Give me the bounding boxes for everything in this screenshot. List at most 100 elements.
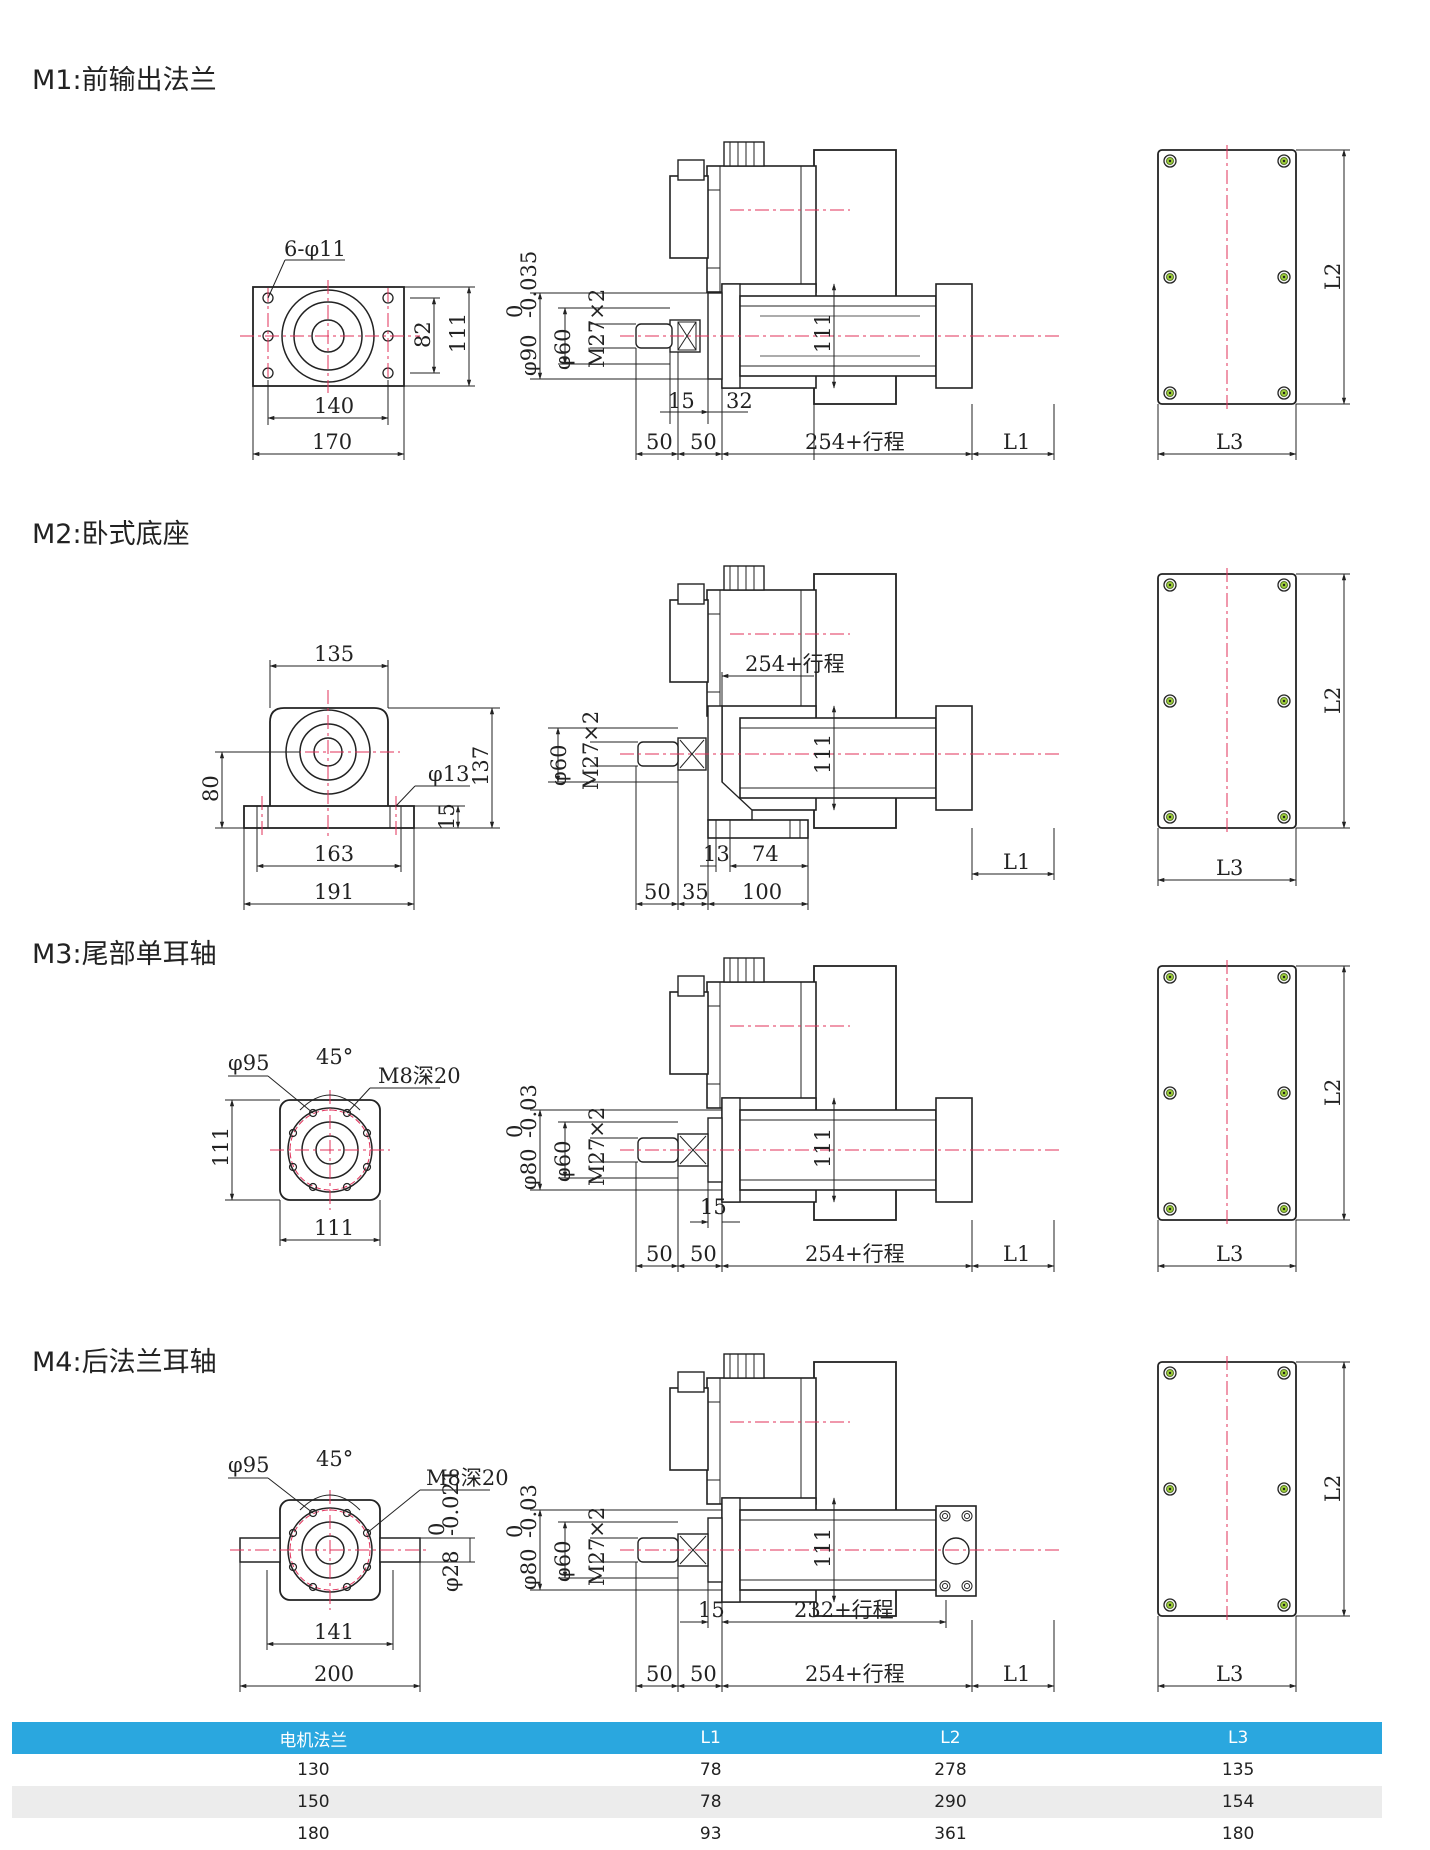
- m4-tol80-upper: 0: [503, 1525, 527, 1538]
- m3-stroke: 254+行程: [805, 1242, 905, 1266]
- m1-dim-140: 140: [314, 394, 354, 418]
- m3-tol80-lower: -0.03: [517, 1084, 541, 1138]
- m1-dim-15: 15: [668, 389, 695, 413]
- m1-tol90-lower: -0.035: [517, 251, 541, 318]
- m4-dim-141: 141: [314, 1620, 354, 1644]
- m4-dim-15: 15: [698, 1598, 725, 1622]
- table-cell: 154: [1094, 1786, 1382, 1818]
- m4-dim-50a: 50: [646, 1662, 673, 1686]
- m1-dim-82: 82: [411, 321, 435, 348]
- m4-stroke232: 232+行程: [794, 1598, 894, 1622]
- m1-dim-111: 111: [446, 313, 470, 353]
- m2-phi13: φ13: [428, 762, 469, 786]
- m4-tol80-lower: -0.03: [517, 1484, 541, 1538]
- header-motor-flange: 电机法兰: [12, 1722, 615, 1754]
- m1-stroke: 254+行程: [805, 430, 905, 454]
- m4-side-view: 111 φ80 0 -0.03 φ60 M27×2 15 232+行程 50 5…: [503, 1353, 1060, 1692]
- section-title-m3: M3:尾部单耳轴: [32, 939, 217, 970]
- m2-dim-191: 191: [314, 880, 354, 904]
- m1-dim-32: 32: [726, 389, 753, 413]
- m2-dim-163: 163: [314, 842, 354, 866]
- m2-side-view: 111 254+行程 φ60 M27×2 13 74 50 35 100 L1: [547, 565, 1060, 910]
- table-cell: 278: [934, 1760, 967, 1780]
- section-title-m4: M4:后法兰耳轴: [32, 1347, 217, 1378]
- m4-stroke254: 254+行程: [805, 1662, 905, 1686]
- m2-dim-100: 100: [742, 880, 782, 904]
- table-row: 180 93 361 180: [12, 1818, 1382, 1850]
- m3-top-view: L2 L3: [1157, 960, 1350, 1272]
- m2-dim-15: 15: [435, 803, 459, 830]
- m2-top-view: L2 L3: [1157, 568, 1350, 886]
- m1-L1: L1: [1003, 430, 1030, 454]
- table-cell: 78: [699, 1760, 722, 1780]
- table-cell: 78: [614, 1786, 807, 1818]
- m4-angle: 45°: [316, 1447, 353, 1471]
- m3-m8: M8深20: [378, 1064, 461, 1088]
- header-L2: L2: [806, 1722, 1095, 1754]
- m4-m8: M8深20: [426, 1466, 509, 1490]
- table-cell: 130: [297, 1760, 330, 1780]
- m3-dim-50b: 50: [690, 1242, 717, 1266]
- m1-thread: M27×2: [585, 289, 609, 368]
- m4-front-view: φ95 45° M8深20 φ28 0 -0.021 141 200: [228, 1447, 509, 1692]
- m1-dim-50a: 50: [646, 430, 673, 454]
- m2-L1: L1: [1003, 850, 1030, 874]
- m4-L3: L3: [1216, 1662, 1243, 1686]
- m3-dim-50a: 50: [646, 1242, 673, 1266]
- m4-L1: L1: [1003, 1662, 1030, 1686]
- m3-thread: M27×2: [585, 1107, 609, 1186]
- header-L3: L3: [1094, 1722, 1382, 1754]
- m1-L3: L3: [1216, 430, 1243, 454]
- m2-dim-135: 135: [314, 642, 354, 666]
- m4-h111: 111: [811, 1528, 835, 1568]
- m2-dim-35: 35: [682, 880, 709, 904]
- m4-tol28-lower: -0.021: [439, 1469, 463, 1536]
- m2-front-view: 135 137 80 φ13 15 163 191: [199, 642, 500, 910]
- table-cell: 93: [699, 1824, 722, 1844]
- m4-phi60: φ60: [551, 1541, 575, 1582]
- m1-side-view: 111 φ90 0 -0.035 φ60 M27×2 15 32 50 50 2…: [503, 141, 1060, 460]
- table-cell: 135: [1221, 1760, 1255, 1780]
- m1-L2: L2: [1321, 263, 1345, 290]
- m2-phi60: φ60: [547, 745, 571, 786]
- technical-drawing: 6-φ11 82 111 140 170 111: [199, 141, 1350, 1692]
- section-title-m2: M2:卧式底座: [32, 519, 190, 550]
- table-cell: 150: [12, 1786, 615, 1818]
- m3-dim-15: 15: [700, 1195, 727, 1219]
- m1-front-view: 6-φ11 82 111 140 170: [240, 237, 475, 460]
- m1-dim-50b: 50: [690, 430, 717, 454]
- header-L1: L1: [614, 1722, 807, 1754]
- m1-top-view: L2 L3: [1157, 145, 1350, 460]
- m2-dim-13: 13: [703, 842, 730, 866]
- m1-phi60: φ60: [551, 329, 575, 370]
- table-cell: 180: [1221, 1824, 1255, 1844]
- m4-tol80: φ80: [517, 1549, 541, 1590]
- m3-dim-111h: 111: [314, 1216, 354, 1240]
- m3-front-view: φ95 45° M8深20 111 111: [209, 1045, 461, 1246]
- spec-table: 电机法兰 L1 L2 L3 130 78 278 135 150 78 290 …: [12, 1722, 1382, 1850]
- table-cell: 361: [934, 1824, 967, 1844]
- m3-L3: L3: [1216, 1242, 1243, 1266]
- m2-thread: M27×2: [579, 711, 603, 790]
- m3-angle: 45°: [316, 1045, 353, 1069]
- table-row: 150 78 290 154: [12, 1786, 1382, 1818]
- m3-h111: 111: [811, 1128, 835, 1168]
- m1-h111: 111: [811, 313, 835, 353]
- m4-top-view: L2 L3: [1157, 1356, 1350, 1692]
- table-cell: 290: [806, 1786, 1095, 1818]
- m2-L3: L3: [1216, 856, 1243, 880]
- m2-L2: L2: [1321, 687, 1345, 714]
- m2-h111: 111: [811, 734, 835, 774]
- m1-holes-label: 6-φ11: [284, 237, 346, 261]
- m1-dim-170: 170: [312, 430, 352, 454]
- section-title-m1: M1:前输出法兰: [32, 65, 217, 96]
- m2-dim-74: 74: [752, 842, 779, 866]
- m4-thread: M27×2: [585, 1507, 609, 1586]
- table-row: 130 78 278 135: [12, 1754, 1382, 1786]
- m3-L1: L1: [1003, 1242, 1030, 1266]
- m2-stroke: 254+行程: [745, 652, 845, 676]
- table-header-row: 电机法兰 L1 L2 L3: [12, 1722, 1382, 1754]
- m3-phi60: φ60: [551, 1141, 575, 1182]
- m3-L2: L2: [1321, 1079, 1345, 1106]
- m3-tol80: φ80: [517, 1149, 541, 1190]
